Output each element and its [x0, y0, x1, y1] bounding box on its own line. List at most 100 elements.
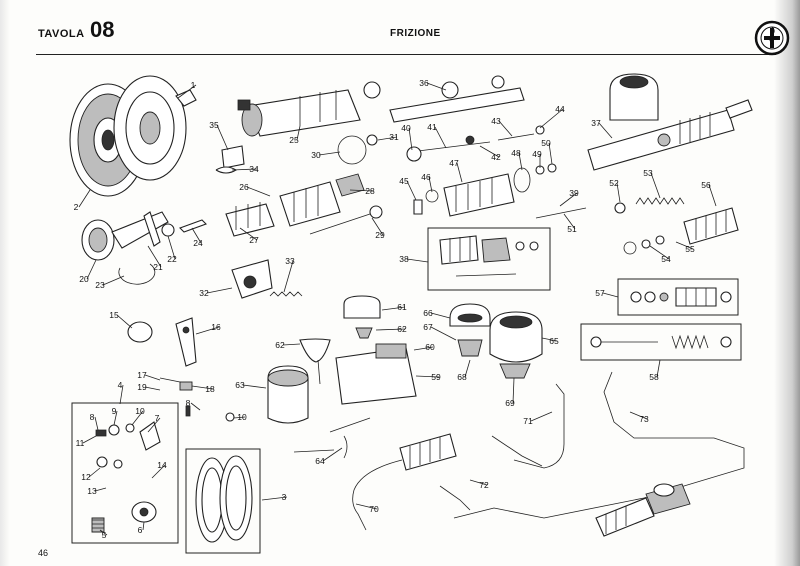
callout-62: 62	[275, 340, 285, 350]
callout-leader	[261, 496, 288, 501]
callout-leader	[195, 326, 220, 335]
callout-30: 30	[311, 150, 321, 160]
callout-leader	[116, 314, 133, 329]
callout-64: 64	[315, 456, 325, 466]
callout-leader	[469, 479, 488, 486]
reservoir-drawing	[267, 295, 417, 459]
plate-label: TAVOLA	[38, 28, 85, 40]
callout-55: 55	[685, 244, 695, 254]
callout-leader	[406, 258, 429, 263]
piston-spring-drawing	[614, 197, 739, 255]
bracket-spring-drawing	[127, 259, 303, 391]
callout-leader	[282, 343, 301, 346]
callout-leader	[355, 503, 378, 510]
callout-51: 51	[567, 224, 577, 234]
callout-leader	[539, 108, 564, 129]
callout-leader	[239, 227, 258, 241]
callout-leader	[147, 417, 161, 433]
callout-22: 22	[167, 254, 177, 264]
callout-leader	[131, 410, 144, 426]
callout-leader	[78, 189, 91, 208]
callout-leader	[708, 184, 717, 207]
callout-5: 5	[102, 530, 107, 540]
callout-leader	[430, 326, 457, 341]
header-rule	[36, 54, 776, 55]
callout-leader	[602, 292, 619, 298]
callout-68: 68	[457, 372, 467, 382]
callout-leader	[434, 126, 447, 149]
callout-leader	[406, 180, 417, 201]
callout-leader	[512, 377, 515, 404]
callout-59: 59	[431, 372, 441, 382]
callout-70: 70	[369, 504, 379, 514]
callout-leader	[428, 176, 433, 193]
brand-logo	[754, 20, 790, 56]
callout-73: 73	[639, 414, 649, 424]
callout-34: 34	[249, 164, 259, 174]
callout-leader	[464, 359, 471, 378]
callout-26: 26	[239, 182, 249, 192]
callout-43: 43	[491, 116, 501, 126]
callout-leader	[190, 402, 201, 411]
callout-25: 25	[289, 135, 299, 145]
callout-leader	[563, 213, 576, 230]
callout-46: 46	[421, 172, 431, 182]
callout-leader	[283, 260, 294, 293]
callout-leader	[530, 411, 553, 422]
clutch-lining-drawing	[185, 448, 261, 554]
callout-21: 21	[153, 262, 163, 272]
callout-leader	[167, 235, 176, 260]
callout-leader	[629, 411, 648, 420]
callout-leader	[206, 287, 233, 294]
callout-leader	[82, 435, 97, 444]
callout-71: 71	[523, 416, 533, 426]
callout-31: 31	[389, 132, 399, 142]
callout-3: 3	[282, 492, 287, 502]
callout-33: 33	[285, 256, 295, 266]
callout-6: 6	[138, 525, 143, 535]
callout-9: 9	[112, 406, 117, 416]
callout-leader	[675, 241, 694, 250]
callout-8: 8	[90, 412, 95, 422]
page-number: 46	[38, 548, 49, 558]
callout-37: 37	[591, 118, 601, 128]
callout-leader	[456, 162, 463, 183]
callout-leader	[216, 124, 229, 151]
callout-58: 58	[649, 372, 659, 382]
callout-leader	[142, 521, 145, 531]
callout-leader	[99, 529, 108, 536]
callout-72: 72	[479, 480, 489, 490]
callout-leader	[94, 416, 99, 431]
callout-49: 49	[532, 149, 542, 159]
callout-12: 12	[81, 472, 91, 482]
callout-63: 63	[235, 380, 245, 390]
callout-24: 24	[193, 238, 203, 248]
callout-16: 16	[211, 322, 221, 332]
callout-19: 19	[137, 382, 147, 392]
callout-leader	[518, 152, 523, 171]
callout-29: 29	[375, 230, 385, 240]
callout-44: 44	[555, 104, 565, 114]
callout-42: 42	[491, 152, 501, 162]
callout-67: 67	[423, 322, 433, 332]
callout-10: 10	[135, 406, 145, 416]
callout-leader	[151, 464, 166, 479]
callout-69: 69	[505, 398, 515, 408]
callout-11: 11	[76, 438, 85, 448]
callout-leader	[318, 151, 341, 156]
callout-48: 48	[511, 148, 521, 158]
callout-32: 32	[199, 288, 209, 298]
callout-leader	[426, 82, 447, 91]
callout-leader	[147, 245, 162, 268]
callout-1: 1	[191, 80, 196, 90]
callout-36: 36	[419, 78, 429, 88]
filler-cap-drawing	[449, 303, 543, 379]
callout-leader	[541, 337, 558, 342]
callout-leader	[113, 410, 118, 426]
callout-leader	[559, 192, 578, 207]
callout-leader	[479, 145, 500, 158]
seal-kit-drawing	[427, 227, 551, 291]
